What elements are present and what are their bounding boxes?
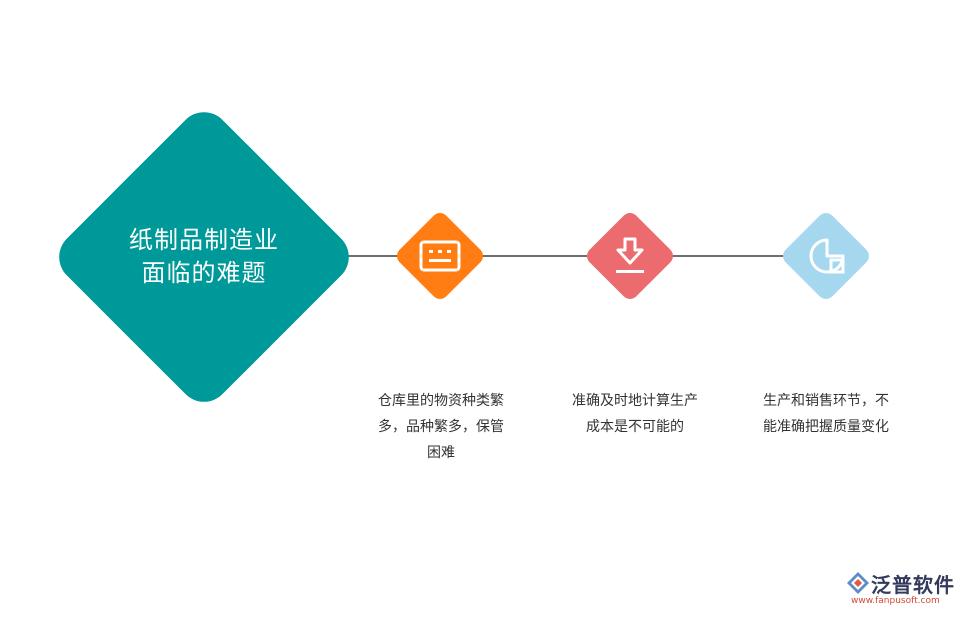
main-title-line-2: 面临的难题 bbox=[141, 259, 267, 287]
step-caption-1: 仓库里的物资种类繁 多，品种繁多，保管 困难 bbox=[362, 388, 520, 466]
step-3-line-2: 能准确把握质量变化 bbox=[763, 419, 889, 435]
step-2-line-1: 准确及时地计算生产 bbox=[572, 393, 698, 409]
step-caption-3: 生产和销售环节，不 能准确把握质量变化 bbox=[747, 388, 905, 440]
brand-logo: 泛普软件 www.fanpusoft.com bbox=[846, 569, 976, 609]
download-arrow-icon bbox=[583, 209, 677, 303]
step-1-line-3: 困难 bbox=[427, 445, 455, 461]
step-1-line-2: 多，品种繁多，保管 bbox=[378, 419, 504, 435]
step-1-line-1: 仓库里的物资种类繁 bbox=[378, 393, 504, 409]
brand-url: www.fanpusoft.com bbox=[851, 596, 940, 606]
document-lines-icon bbox=[393, 209, 487, 303]
main-title: 纸制品制造业 面临的难题 bbox=[100, 224, 308, 290]
step-3-line-1: 生产和销售环节，不 bbox=[763, 393, 889, 409]
connector-line bbox=[340, 255, 790, 257]
brand-name: 泛普软件 bbox=[871, 573, 955, 597]
brand-mark-icon bbox=[847, 572, 869, 594]
step-2-line-2: 成本是不可能的 bbox=[586, 419, 684, 435]
main-title-line-1: 纸制品制造业 bbox=[129, 226, 279, 254]
step-caption-2: 准确及时地计算生产 成本是不可能的 bbox=[555, 388, 715, 440]
pie-chart-icon bbox=[779, 209, 873, 303]
